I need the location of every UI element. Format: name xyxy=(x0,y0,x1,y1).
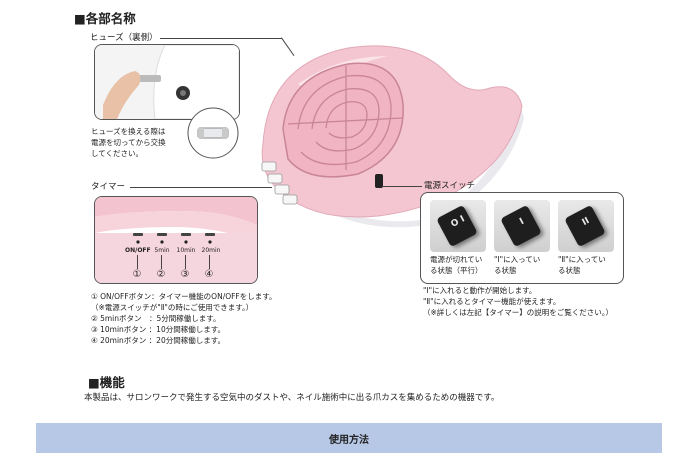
switch-state-2-caption: "Ⅱ"に入っている状態 xyxy=(558,255,606,275)
fuse-description: ヒューズを換える際は 電源を切ってから交換 してください。 xyxy=(91,127,166,158)
switch-state-1-caption: "Ⅰ"に入っている状態 xyxy=(494,255,541,275)
function-description: 本製品は、サロンワークで発生する空気中のダストや、ネイル施術中に出る爪カスを集め… xyxy=(84,393,500,403)
marker-leader xyxy=(161,255,162,269)
switch-state-off-caption: 電源が切れている状態（平行） xyxy=(430,255,483,275)
marker-leader xyxy=(137,255,138,269)
marker-3: ③ xyxy=(180,269,190,280)
marker-4: ④ xyxy=(204,269,214,280)
timer-button-10min[interactable]: 10min xyxy=(176,247,196,254)
usage-section-header[interactable]: 使用方法 xyxy=(36,423,662,453)
power-switch-label: 電源スイッチ xyxy=(424,181,476,191)
timer-description: ① ON/OFFボタン：タイマー機能のON/OFFをします。 （※電源スイッチが… xyxy=(91,292,277,345)
marker-1: ① xyxy=(132,269,142,280)
fuse-photo xyxy=(95,45,239,119)
timer-panel-box: ON/OFF 5min 10min 20min ① ② ③ ④ xyxy=(94,196,258,284)
section-title-function: ■機能 xyxy=(88,375,125,390)
timer-label: タイマー xyxy=(91,182,126,192)
timer-button-20min[interactable]: 20min xyxy=(201,247,221,254)
fuse-closeup-circle xyxy=(187,107,239,159)
power-switch-notes: "Ⅰ"に入れると動作が開始します。 "Ⅱ"に入れるとタイマー機能が使えます。 （… xyxy=(423,286,614,317)
marker-2: ② xyxy=(156,269,166,280)
timer-button-onoff[interactable]: ON/OFF xyxy=(125,247,151,254)
timer-panel-photo xyxy=(95,197,257,283)
power-switch-leader-line xyxy=(382,186,422,187)
marker-leader xyxy=(209,255,210,269)
timer-button-5min[interactable]: 5min xyxy=(154,247,170,254)
switch-state-off-photo: O I xyxy=(430,200,486,252)
switch-state-2-photo: II xyxy=(558,200,614,252)
section-title-parts: ■各部名称 xyxy=(74,11,136,26)
fuse-label: ヒューズ（裏側） xyxy=(90,33,158,43)
timer-leader-line xyxy=(130,187,272,188)
switch-state-1-photo: I xyxy=(494,200,550,252)
fuse-photo-box xyxy=(94,44,240,120)
fuse-leader-line xyxy=(160,38,282,39)
usage-section-label: 使用方法 xyxy=(329,434,369,446)
marker-leader xyxy=(185,255,186,269)
